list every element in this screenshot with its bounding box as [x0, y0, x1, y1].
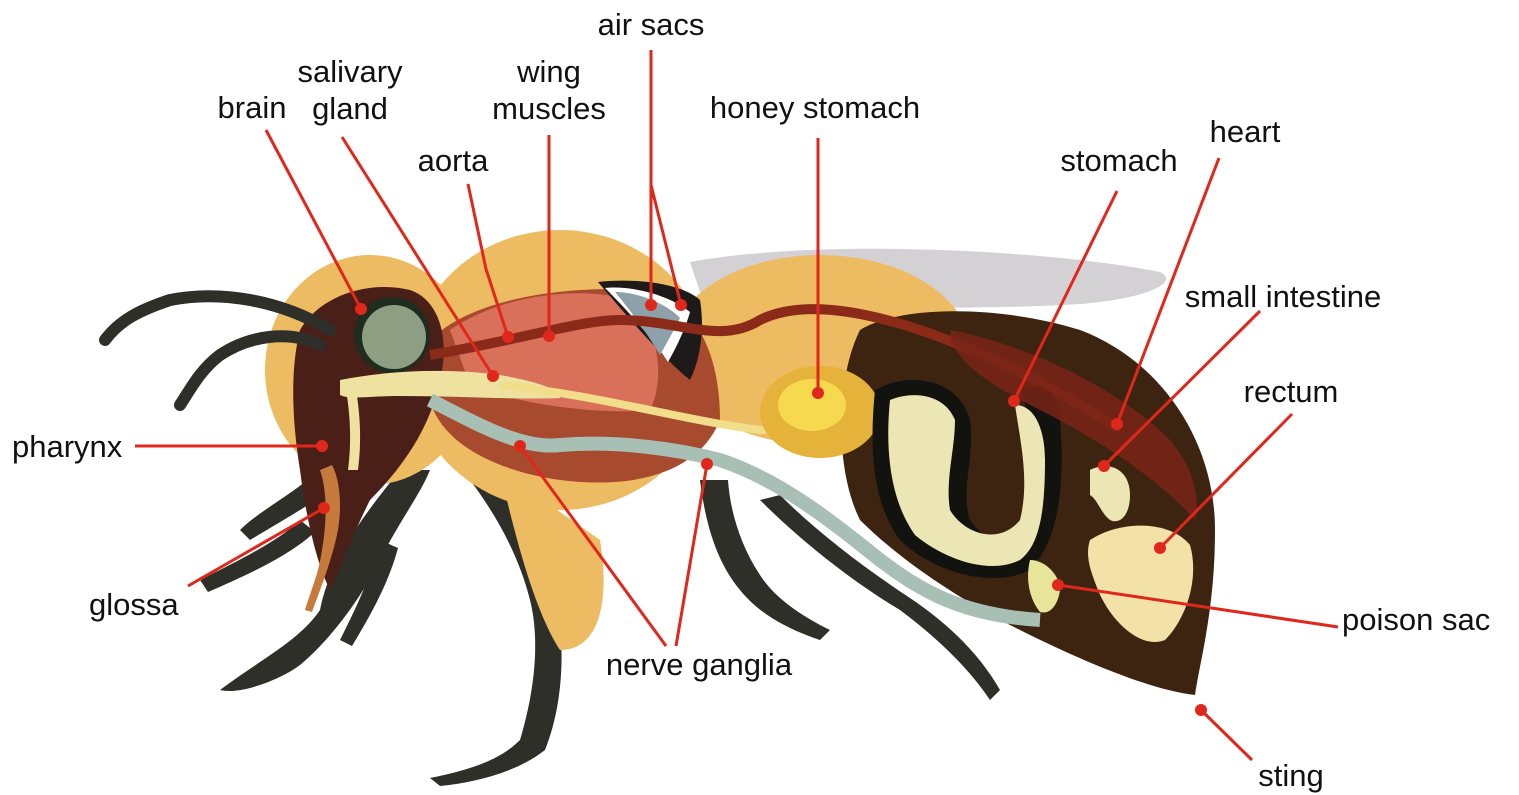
- label-wing-muscles-line1: wing: [516, 54, 581, 89]
- label-wing-muscles-line2: muscles: [492, 91, 606, 126]
- label-aorta: aorta: [418, 143, 489, 178]
- label-air-sacs: air sacs: [598, 7, 705, 42]
- label-glossa: glossa: [89, 587, 179, 622]
- label-heart: heart: [1210, 114, 1281, 149]
- label-nerve-ganglia: nerve ganglia: [606, 647, 793, 682]
- label-salivary-gland-line2: gland: [312, 91, 388, 126]
- label-small-intestine: small intestine: [1185, 279, 1381, 314]
- label-rectum: rectum: [1244, 374, 1339, 409]
- label-poison-sac: poison sac: [1342, 602, 1490, 637]
- label-brain: brain: [218, 90, 287, 125]
- label-honey-stomach: honey stomach: [710, 90, 920, 125]
- label-stomach: stomach: [1060, 143, 1177, 178]
- bee-illustration: [105, 230, 1215, 786]
- label-sting: sting: [1258, 758, 1323, 793]
- label-pharynx: pharynx: [12, 429, 123, 464]
- label-salivary-gland-line1: salivary: [297, 54, 403, 89]
